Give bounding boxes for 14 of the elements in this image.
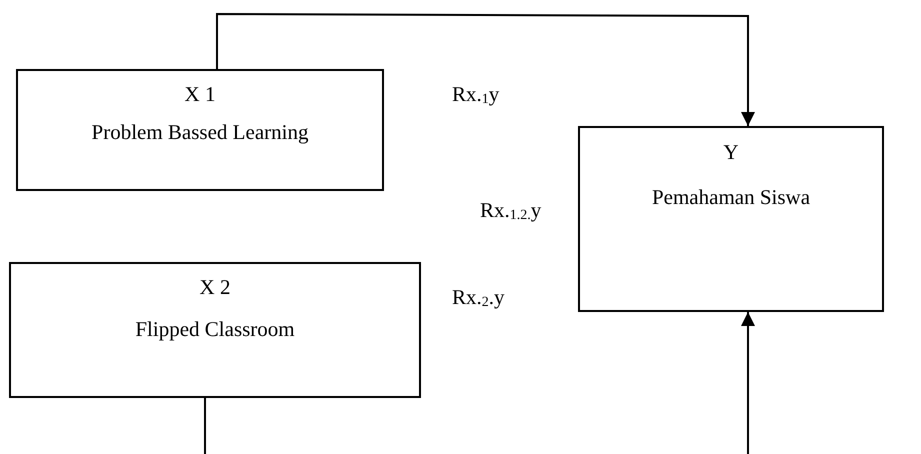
variable-label: Flipped Classroom	[134, 319, 296, 340]
correlation-label: Rx.$_{1.2.}$y	[480, 200, 542, 221]
connector-arrow	[204, 312, 755, 454]
variable-box	[9, 262, 421, 398]
variable-name: X 2	[198, 277, 232, 298]
variable-box	[16, 69, 384, 191]
variable-name: Y	[722, 142, 740, 163]
connector-arrow	[216, 13, 755, 126]
variable-box	[578, 126, 884, 312]
variable-name: X 1	[184, 84, 216, 105]
variable-label: Problem Bassed Learning	[90, 122, 310, 143]
correlation-label: Rx.$_{1}$y	[452, 84, 500, 105]
correlation-label: Rx.$_{2}$.y	[452, 287, 505, 308]
variable-label: Pemahaman Siswa	[650, 187, 812, 208]
